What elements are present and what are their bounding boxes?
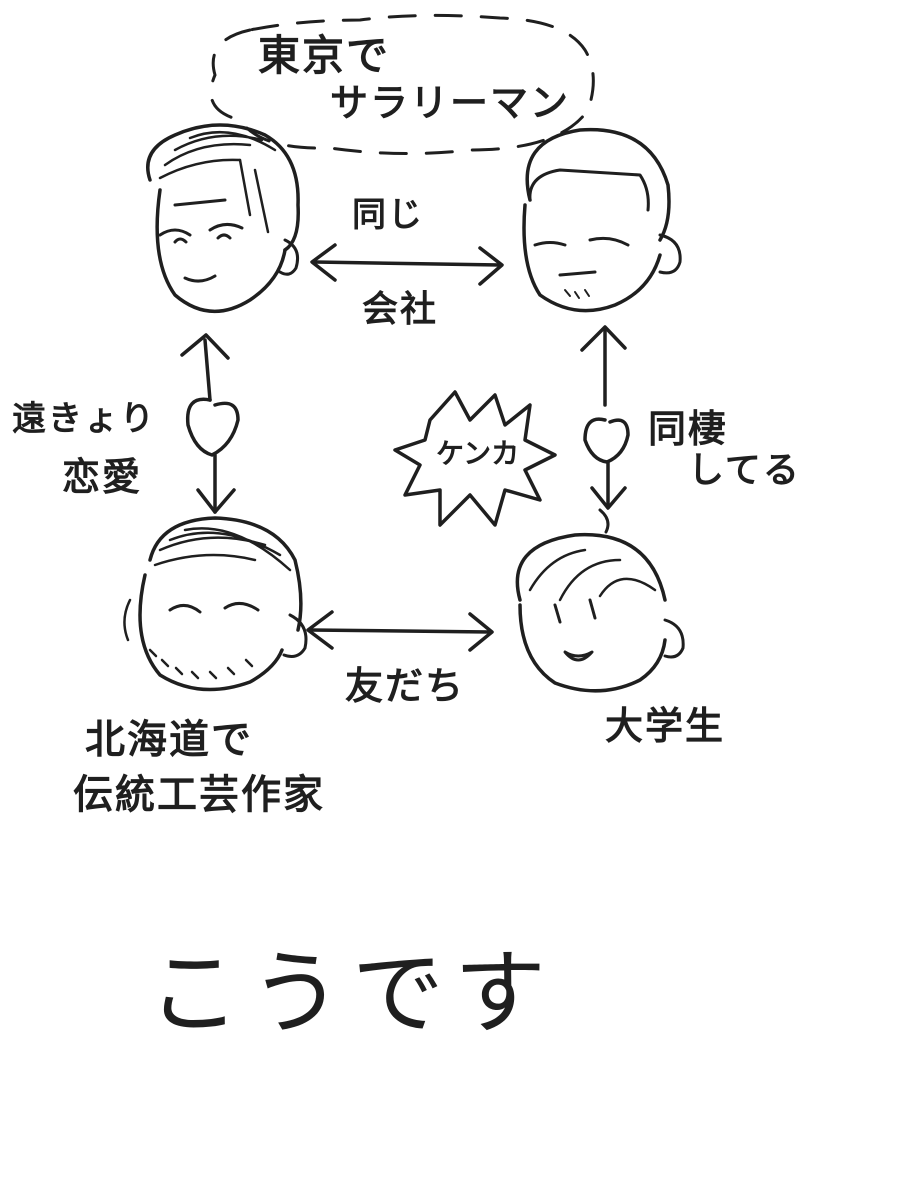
label-living-together-1: 同棲 xyxy=(648,407,729,451)
label-hokkaido-1: 北海道で xyxy=(85,717,253,763)
arrow-left xyxy=(180,333,240,514)
face-top-right xyxy=(522,127,682,313)
face-bottom-left xyxy=(123,516,308,692)
label-fight: ケンカ xyxy=(436,437,520,470)
label-hokkaido: 北海道で 伝統工芸作家 xyxy=(73,717,325,818)
label-hokkaido-2: 伝統工芸作家 xyxy=(73,771,325,818)
caption: こうです xyxy=(148,940,557,1047)
label-long-distance: 遠きょり xyxy=(12,399,156,439)
cloud-outline xyxy=(209,13,595,156)
face-bottom-right xyxy=(515,508,685,693)
label-living-together-2: してる xyxy=(688,449,801,491)
arrow-right xyxy=(580,325,630,510)
face-top-left xyxy=(146,123,300,313)
arrow-bottom xyxy=(306,610,494,652)
cloud-text-line2: サラリーマン xyxy=(330,81,571,125)
label-romance: 恋愛 xyxy=(62,455,143,499)
cloud-text-2: サラリーマン xyxy=(330,82,570,125)
label-friends: 友だち xyxy=(345,664,466,708)
label-company: 会社 xyxy=(362,289,439,330)
fight-burst xyxy=(393,390,557,527)
cloud-text: 東京で xyxy=(258,32,390,79)
label-living-together: 同棲 してる xyxy=(648,408,801,491)
label-same: 同じ xyxy=(352,195,424,235)
arrow-top xyxy=(310,243,504,286)
cloud-text-line1: 東京で xyxy=(258,31,391,80)
label-student: 大学生 xyxy=(605,704,726,748)
